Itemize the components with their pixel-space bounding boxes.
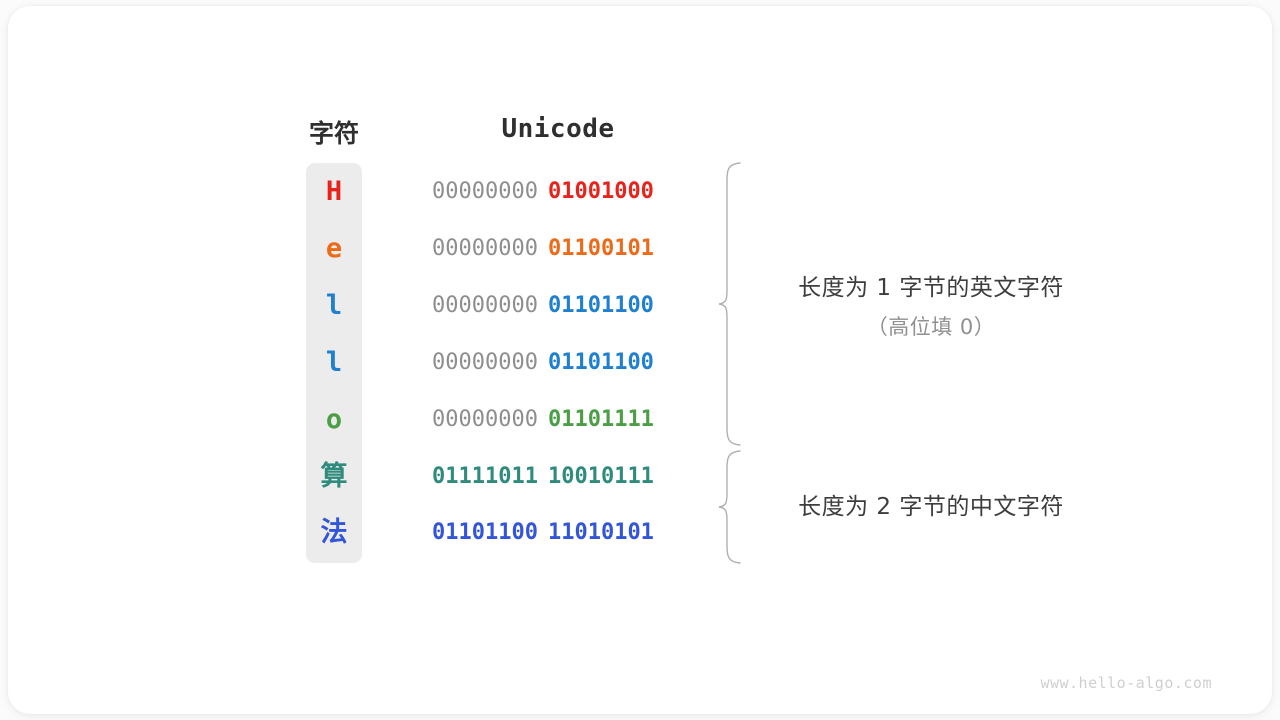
character-column-background [306, 163, 362, 563]
high-byte-2: 00000000 [432, 293, 538, 318]
binary-row-2: 00000000 01101100 [432, 286, 684, 326]
character-cell-5: 算 [320, 461, 348, 492]
canvas-card [8, 6, 1272, 714]
character-cell-3: l [325, 347, 343, 378]
watermark: www.hello-algo.com [1040, 674, 1212, 692]
column-header-unicode: Unicode [501, 114, 615, 144]
low-byte-5: 10010111 [547, 464, 654, 489]
character-cell-4: o [325, 404, 343, 435]
brace-double-byte [718, 450, 741, 564]
low-byte-0: 01001000 [547, 179, 654, 204]
high-byte-6: 01101100 [432, 520, 538, 545]
low-byte-2: 01101100 [547, 293, 654, 318]
binary-row-6: 01101100 11010101 [432, 513, 684, 553]
column-header-char: 字符 [308, 119, 359, 148]
binary-row-4: 00000000 01101111 [432, 400, 684, 440]
character-cell-6: 法 [320, 517, 348, 548]
low-byte-1: 01100101 [547, 236, 654, 261]
brace-double-byte-path [718, 450, 741, 564]
high-byte-0: 00000000 [432, 179, 538, 204]
character-cell-0: H [325, 176, 343, 207]
binary-row-3: 00000000 01101100 [432, 343, 684, 383]
annotation-single-byte: 长度为 1 字节的英文字符 （高位填 0） [768, 268, 1094, 341]
high-byte-1: 00000000 [432, 236, 538, 261]
brace-single-byte [718, 162, 741, 446]
low-byte-4: 01101111 [547, 407, 654, 432]
high-byte-5: 01111011 [432, 464, 538, 489]
binary-row-5: 01111011 10010111 [432, 457, 684, 497]
high-byte-4: 00000000 [432, 407, 538, 432]
annotation-double-byte-line1: 长度为 2 字节的中文字符 [798, 494, 1064, 520]
character-cell-2: l [325, 290, 343, 321]
low-byte-3: 01101100 [547, 350, 654, 375]
brace-single-byte-path [718, 162, 741, 446]
annotation-single-byte-line2: （高位填 0） [866, 315, 996, 339]
binary-row-1: 00000000 01100101 [432, 229, 684, 269]
binary-row-0: 00000000 01001000 [432, 172, 684, 212]
high-byte-3: 00000000 [432, 350, 538, 375]
character-cell-1: e [325, 233, 343, 264]
low-byte-6: 11010101 [547, 520, 654, 545]
annotation-double-byte: 长度为 2 字节的中文字符 [768, 487, 1094, 521]
annotation-single-byte-line1: 长度为 1 字节的英文字符 [798, 275, 1064, 301]
